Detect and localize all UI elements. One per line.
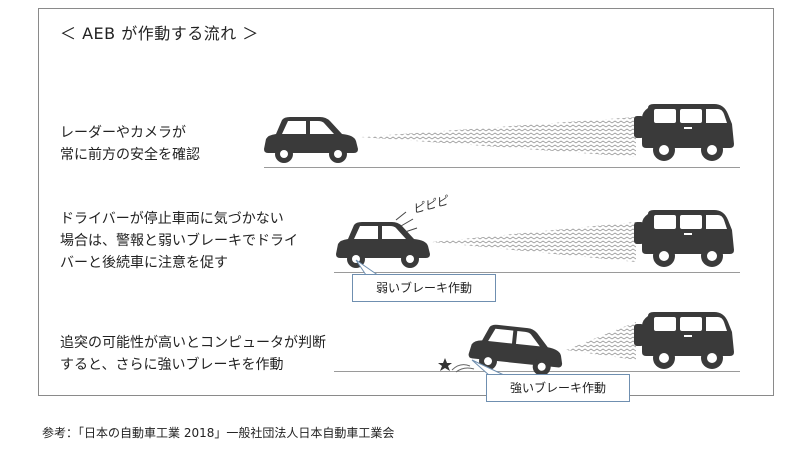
diagram-title: ＜ AEB が作動する流れ ＞ (60, 24, 259, 43)
step2-description: ドライバーが停止車両に気づかない 場合は、警報と弱いブレーキでドライ バーと後続… (60, 208, 298, 274)
step2-line3: バーと後続車に注意を促す (60, 255, 228, 271)
step3-skid-marks (451, 364, 475, 373)
step3-impact-star-icon (438, 358, 452, 371)
step3-radar-wave-icon (566, 322, 636, 360)
step2-suv-car-icon (634, 210, 734, 267)
step2-callout: 弱いブレーキ作動 (352, 274, 496, 302)
step1-description: レーダーやカメラが 常に前方の安全を確認 (60, 122, 200, 166)
step3-description: 追突の可能性が高いとコンピュータが判断 すると、さらに強いブレーキを作動 (60, 332, 326, 376)
step1-line2: 常に前方の安全を確認 (60, 147, 200, 163)
step3-line1: 追突の可能性が高いとコンピュータが判断 (60, 335, 326, 351)
diagram-frame (38, 8, 774, 396)
step3-line2: すると、さらに強いブレーキを作動 (60, 357, 284, 373)
step2-line2: 場合は、警報と弱いブレーキでドライ (60, 233, 298, 249)
step3-callout: 強いブレーキ作動 (486, 374, 630, 402)
step1-suv-car-icon (634, 104, 734, 161)
step2-radar-wave-icon (432, 222, 636, 262)
step1-ground-line (264, 167, 740, 168)
step1-line1: レーダーやカメラが (60, 125, 186, 141)
step1-radar-wave-icon (360, 117, 636, 157)
step2-sedan-car-icon (336, 222, 430, 268)
step2-line1: ドライバーが停止車両に気づかない (60, 211, 284, 227)
source-citation: 参考：「日本の自動車工業 2018」一般社団法人日本自動車工業会 (42, 426, 395, 440)
step2-alarm-lines (395, 211, 418, 233)
step1-sedan-car-icon (264, 117, 358, 163)
step3-suv-car-icon (634, 312, 734, 369)
step2-ground-line (334, 272, 740, 273)
